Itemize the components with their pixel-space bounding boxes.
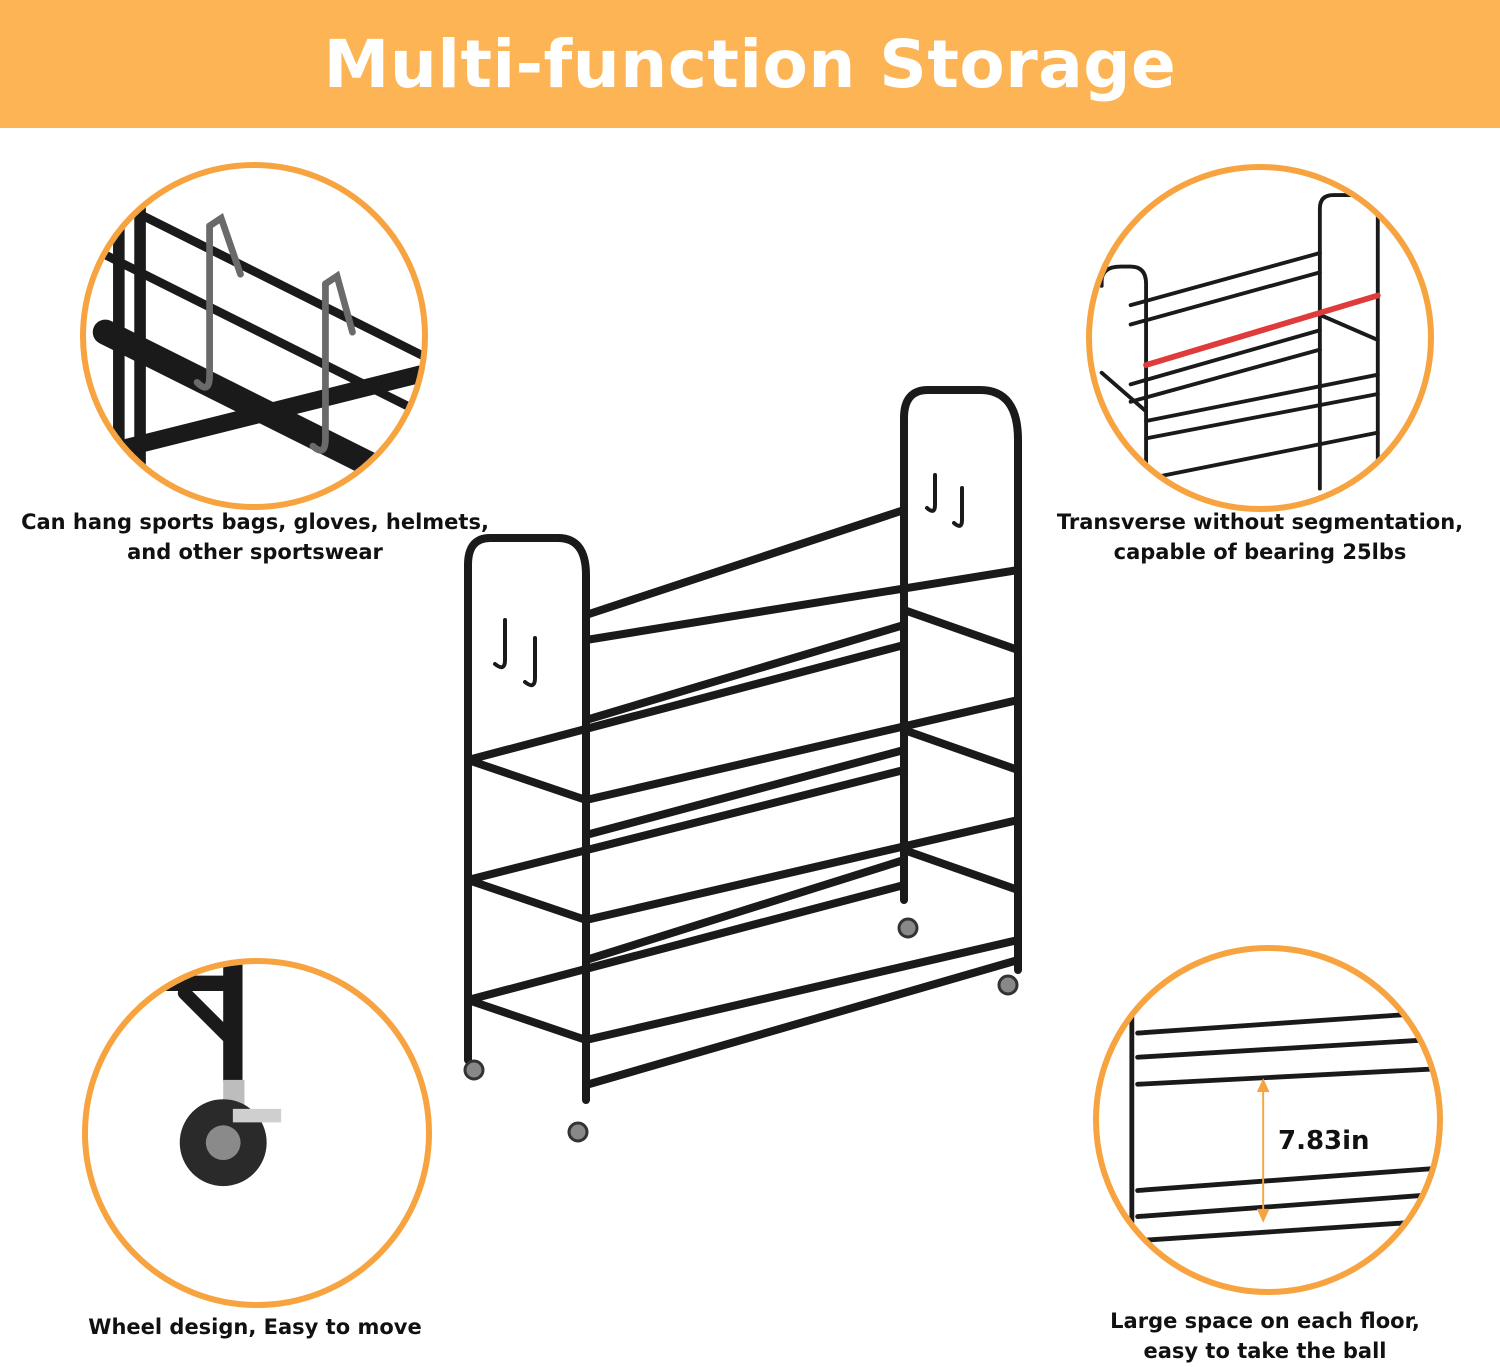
rack-product-image <box>450 380 1050 1160</box>
page-title: Multi-function Storage <box>323 25 1177 103</box>
load-bearing-caption: Transverse without segmentation, capable… <box>1056 510 1464 564</box>
header-banner: Multi-function Storage <box>0 0 1500 128</box>
hooks-caption: Can hang sports bags, gloves, helmets, a… <box>21 510 489 564</box>
hooks-detail-image <box>80 162 428 510</box>
spacing-caption: Large space on each floor, easy to take … <box>1110 1309 1420 1363</box>
load-bearing-detail-image <box>1086 164 1434 512</box>
wheel-caption: Wheel design, Easy to move <box>88 1315 422 1339</box>
wheel-detail-image <box>82 958 432 1308</box>
spacing-detail-image <box>1093 945 1443 1295</box>
shelf-height-label: 7.83in <box>1278 1126 1370 1156</box>
